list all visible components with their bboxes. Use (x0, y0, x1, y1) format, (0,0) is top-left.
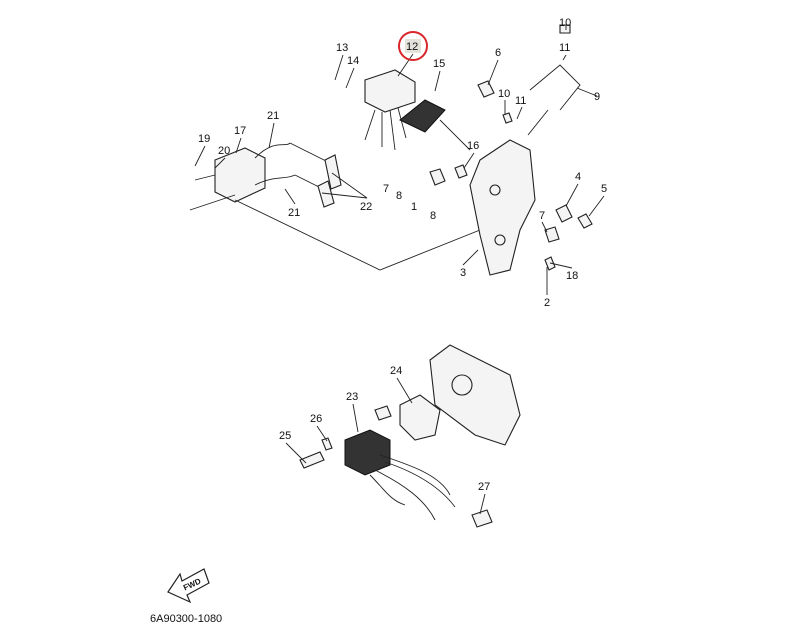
callout-15[interactable]: 15 (433, 58, 445, 70)
callouts: 10 11 9 13 12 14 15 6 10 11 21 19 17 20 … (198, 17, 607, 493)
callout-21b[interactable]: 21 (288, 207, 300, 219)
callout-5[interactable]: 5 (601, 183, 607, 195)
callout-10[interactable]: 10 (559, 17, 571, 29)
callout-23[interactable]: 23 (346, 391, 358, 403)
callout-9[interactable]: 9 (594, 91, 600, 103)
highlight-ring (398, 31, 428, 61)
callout-6[interactable]: 6 (495, 47, 501, 59)
callout-11b[interactable]: 11 (515, 95, 526, 107)
callout-14[interactable]: 14 (347, 55, 359, 67)
callout-17[interactable]: 17 (234, 125, 246, 137)
callout-3[interactable]: 3 (460, 267, 466, 279)
fwd-arrow-icon: FWD (167, 568, 210, 604)
callout-20[interactable]: 20 (218, 145, 230, 157)
callout-8b[interactable]: 8 (430, 210, 436, 222)
callout-4[interactable]: 4 (575, 171, 581, 183)
lower-assembly (299, 344, 521, 528)
callout-7[interactable]: 7 (383, 183, 389, 195)
cdi-unit (364, 69, 471, 151)
ignition-coil-assembly (189, 142, 481, 271)
part-code: 6A90300-1080 (150, 613, 222, 625)
callout-7b[interactable]: 7 (539, 210, 545, 222)
callout-18[interactable]: 18 (566, 270, 578, 282)
callout-26[interactable]: 26 (310, 413, 322, 425)
callout-21[interactable]: 21 (267, 110, 279, 122)
callout-13[interactable]: 13 (336, 42, 348, 54)
callout-1[interactable]: 1 (411, 201, 417, 213)
callout-19[interactable]: 19 (198, 133, 210, 145)
leader-lines (194, 25, 605, 515)
callout-2[interactable]: 2 (544, 297, 550, 309)
callout-24[interactable]: 24 (390, 365, 402, 377)
callout-11[interactable]: 11 (559, 42, 570, 54)
callout-10b[interactable]: 10 (498, 88, 510, 100)
bracket (429, 24, 593, 276)
callout-27[interactable]: 27 (478, 481, 490, 493)
callout-25[interactable]: 25 (279, 430, 291, 442)
callout-12[interactable]: 12 (406, 41, 418, 53)
highlight-fill (405, 39, 421, 53)
callout-16[interactable]: 16 (467, 140, 479, 152)
callout-22[interactable]: 22 (360, 201, 372, 213)
callout-8[interactable]: 8 (396, 190, 402, 202)
